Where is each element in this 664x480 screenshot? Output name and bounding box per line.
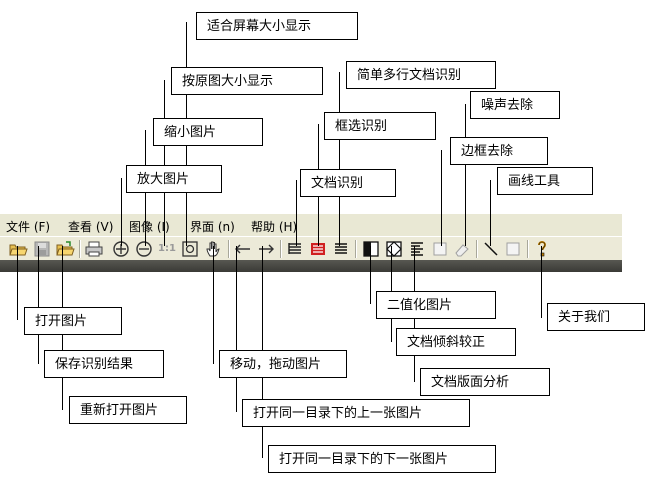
document-ocr-button[interactable] bbox=[285, 239, 305, 259]
zoom-out-icon bbox=[136, 241, 152, 257]
callout-move-drag: 移动，拖动图片 bbox=[219, 350, 347, 378]
callout-prev-image: 打开同一目录下的上一张图片 bbox=[242, 399, 470, 427]
leader-line bbox=[465, 104, 466, 246]
menu-image[interactable]: 图像 (I) bbox=[129, 220, 170, 234]
move-drag-button[interactable] bbox=[204, 239, 224, 259]
zoom-out-button[interactable] bbox=[134, 239, 154, 259]
callout-zoom-out: 缩小图片 bbox=[153, 118, 263, 146]
callout-next-image: 打开同一目录下的下一张图片 bbox=[268, 445, 496, 473]
callout-border-removal: 边框去除 bbox=[450, 137, 548, 165]
line-tool-icon bbox=[484, 242, 498, 256]
leader-line bbox=[17, 246, 18, 320]
reopen-image-button[interactable] bbox=[55, 239, 75, 259]
multiline-text-icon bbox=[335, 243, 347, 254]
callout-document-ocr: 文档识别 bbox=[300, 169, 396, 197]
callout-region-ocr: 框选识别 bbox=[324, 112, 436, 140]
toolbar-separator bbox=[527, 240, 529, 258]
actual-size-button[interactable]: 1:1 bbox=[158, 243, 176, 254]
menu-ui[interactable]: 界面 (n) bbox=[190, 220, 235, 234]
callout-reopen-image: 重新打开图片 bbox=[69, 396, 187, 424]
floppy-disk-icon bbox=[34, 241, 50, 257]
region-select-icon bbox=[311, 243, 325, 255]
layout-analysis-button[interactable] bbox=[407, 239, 427, 259]
draw-line-button[interactable] bbox=[481, 239, 501, 259]
text-lines-icon bbox=[288, 243, 301, 254]
layout-analysis-icon bbox=[411, 242, 423, 256]
toolbar-separator bbox=[228, 240, 230, 258]
leader-line bbox=[213, 246, 214, 364]
toolbar-separator bbox=[355, 240, 357, 258]
print-button[interactable] bbox=[84, 239, 104, 259]
callout-save-result: 保存识别结果 bbox=[44, 350, 164, 378]
callout-open-image: 打开图片 bbox=[24, 307, 122, 335]
rectangle-tool-icon bbox=[506, 242, 520, 256]
binarize-icon bbox=[363, 241, 379, 257]
leader-line bbox=[236, 246, 237, 412]
leader-line bbox=[339, 72, 340, 246]
hand-icon bbox=[206, 241, 220, 257]
next-image-button[interactable] bbox=[256, 239, 276, 259]
simple-multiline-ocr-button[interactable] bbox=[331, 239, 351, 259]
menu-bar: 文件 (F) 查看 (V) 图像 (I) 界面 (n) 帮助 (H) bbox=[0, 214, 622, 236]
leader-line bbox=[164, 80, 165, 246]
menu-help[interactable]: 帮助 (H) bbox=[251, 220, 298, 234]
rectangle-tool-button[interactable] bbox=[503, 239, 523, 259]
eraser-icon bbox=[455, 244, 469, 257]
leader-line bbox=[296, 180, 297, 246]
denoise-button[interactable] bbox=[452, 239, 472, 259]
help-question-icon bbox=[538, 240, 547, 257]
menu-file[interactable]: 文件 (F) bbox=[6, 220, 51, 234]
toolbar-separator bbox=[476, 240, 478, 258]
callout-actual-size: 按原图大小显示 bbox=[171, 67, 323, 95]
callout-fit-screen: 适合屏幕大小显示 bbox=[196, 12, 358, 40]
fit-screen-icon bbox=[182, 241, 198, 257]
binarize-button[interactable] bbox=[361, 239, 381, 259]
leader-line bbox=[38, 246, 39, 364]
open-image-button[interactable] bbox=[8, 239, 28, 259]
leader-line bbox=[490, 180, 491, 246]
leader-line bbox=[441, 150, 442, 246]
fit-screen-button[interactable] bbox=[180, 239, 200, 259]
toolbar: 1:1 bbox=[0, 236, 622, 261]
menu-view[interactable]: 查看 (V) bbox=[68, 220, 114, 234]
region-ocr-button[interactable] bbox=[308, 239, 328, 259]
callout-binarize: 二值化图片 bbox=[376, 291, 496, 319]
toolbar-separator bbox=[79, 240, 81, 258]
deskew-icon bbox=[386, 241, 402, 257]
reopen-folder-icon bbox=[56, 241, 75, 256]
callout-simple-multiline-ocr: 简单多行文档识别 bbox=[346, 61, 496, 89]
border-removal-icon bbox=[433, 242, 447, 256]
callout-about: 关于我们 bbox=[547, 303, 645, 331]
callout-draw-line-tool: 画线工具 bbox=[497, 167, 593, 195]
leader-line bbox=[541, 246, 542, 318]
callout-layout-analysis: 文档版面分析 bbox=[420, 368, 550, 396]
image-canvas-area bbox=[0, 260, 622, 272]
deskew-button[interactable] bbox=[384, 239, 404, 259]
printer-icon bbox=[85, 241, 103, 257]
arrow-right-icon bbox=[259, 244, 274, 254]
border-removal-button[interactable] bbox=[430, 239, 450, 259]
callout-zoom-in: 放大图片 bbox=[126, 165, 222, 193]
leader-line bbox=[370, 246, 371, 304]
about-button[interactable] bbox=[532, 239, 552, 259]
open-folder-icon bbox=[9, 244, 28, 256]
toolbar-separator bbox=[280, 240, 282, 258]
leader-line bbox=[121, 178, 122, 246]
callout-denoise: 噪声去除 bbox=[470, 91, 560, 119]
callout-deskew: 文档倾斜较正 bbox=[396, 328, 516, 356]
save-result-button[interactable] bbox=[32, 239, 52, 259]
